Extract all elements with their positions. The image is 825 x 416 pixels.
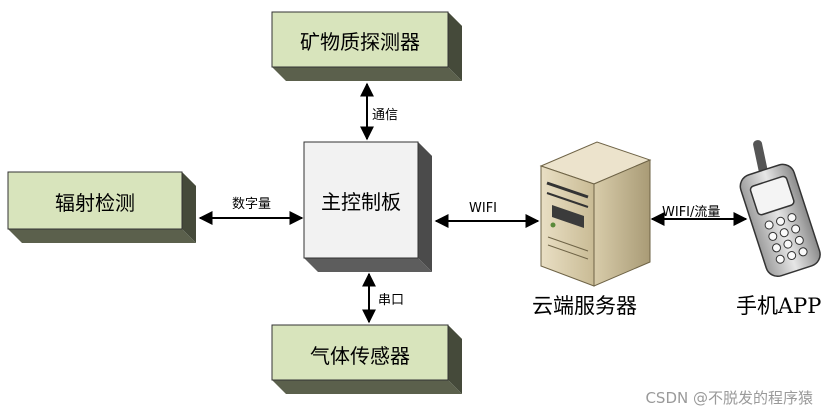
server-icon bbox=[539, 141, 652, 287]
radiation-detection-box bbox=[7, 171, 196, 243]
gas-sensor-label: 气体传感器 bbox=[310, 344, 410, 368]
mineral-detector-label: 矿物质探测器 bbox=[300, 30, 420, 54]
wifi-traffic-edge-label: WIFI/流量 bbox=[662, 205, 721, 220]
serial-edge-label: 串口 bbox=[378, 293, 405, 308]
gas-sensor-box bbox=[271, 324, 462, 394]
watermark: CSDN @不脱发的程序猿 bbox=[645, 389, 813, 407]
wifi-edge-label: WIFI bbox=[469, 201, 497, 216]
cloud-server-caption: 云端服务器 bbox=[532, 294, 637, 318]
mobile-app-caption: 手机APP bbox=[736, 294, 822, 318]
digital-edge-label: 数字量 bbox=[232, 197, 272, 212]
main-board-box bbox=[303, 141, 432, 272]
main-board-label: 主控制板 bbox=[321, 190, 401, 214]
comm-edge-label: 通信 bbox=[372, 108, 399, 123]
radiation-detection-label: 辐射检测 bbox=[55, 191, 135, 215]
phone-icon bbox=[739, 140, 821, 278]
mineral-detector-box bbox=[271, 11, 462, 81]
